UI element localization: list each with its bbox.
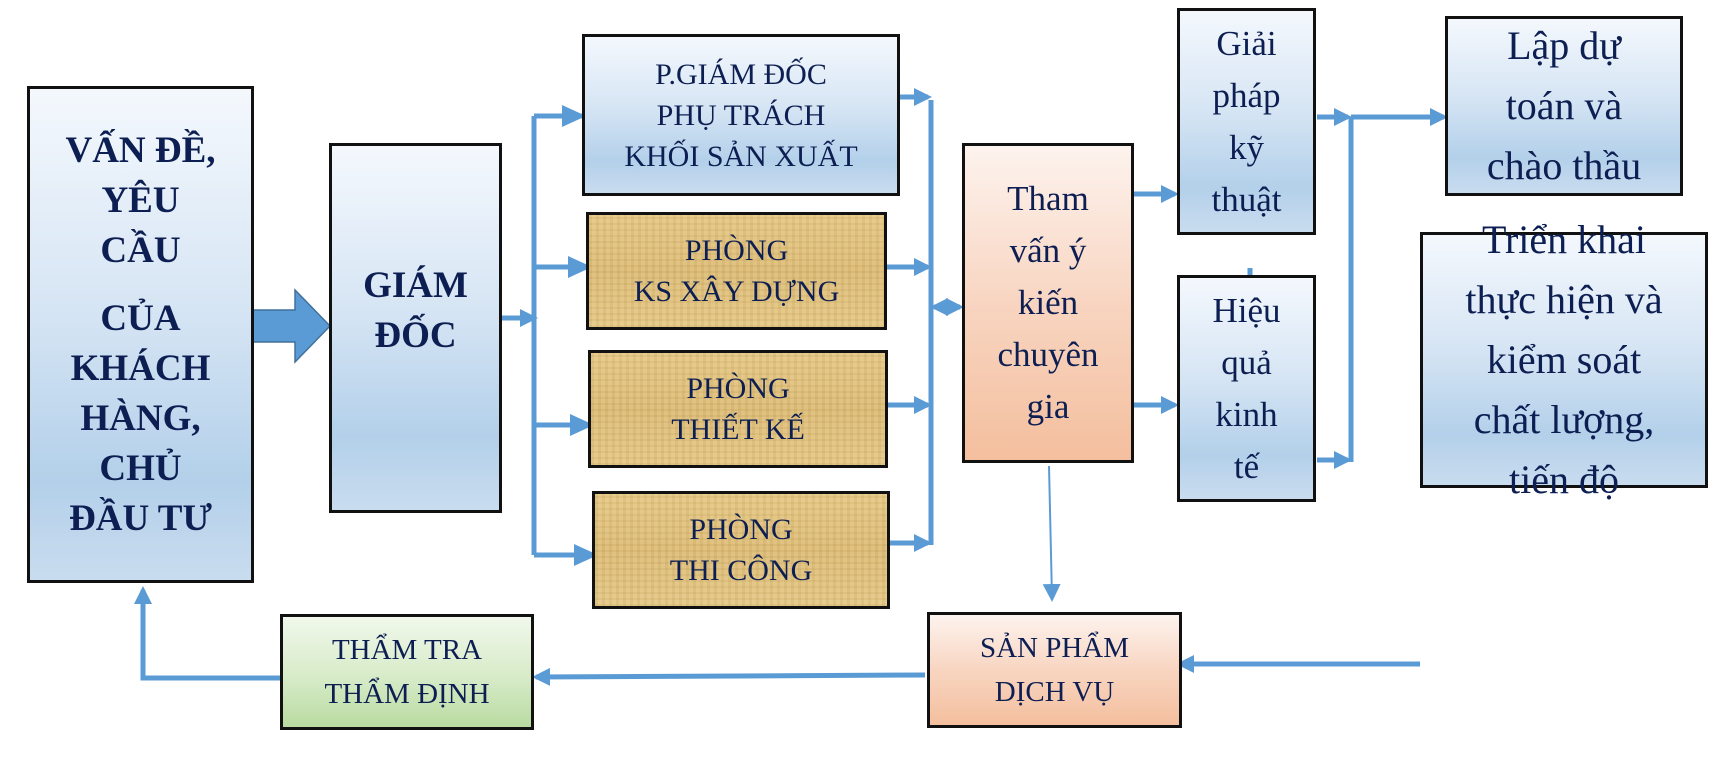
node-product-line: SẢN PHẨM (979, 632, 1130, 664)
node-survey-line: KS XÂY DỰNG (633, 275, 840, 308)
node-survey-line: PHÒNG (684, 234, 789, 267)
node-customer-line: CỦA (100, 297, 181, 339)
node-implementation: Triển khai thực hiện và kiểm soát chất l… (1420, 217, 1708, 502)
node-customer-line: CHỦ (99, 447, 182, 489)
node-expert-line: Tham (1007, 179, 1089, 218)
node-estimate-bidding: Lập dự toán và chào thầu (1445, 16, 1683, 196)
node-implement-line: chất lượng, (1473, 397, 1655, 442)
node-technical-line: thuật (1211, 179, 1282, 219)
node-expert-line: chuyên (997, 335, 1099, 374)
node-customer: VẤN ĐỀ, YÊU CẦU CỦA KHÁCH HÀNG, CHỦ ĐẦU … (27, 86, 254, 583)
node-customer-line: VẤN ĐỀ, (65, 129, 216, 171)
node-economic-line: kinh (1215, 394, 1278, 434)
node-customer-line: CẦU (100, 229, 181, 271)
node-deputy-line: P.GIÁM ĐỐC (655, 57, 827, 91)
node-construction-dept: PHÒNG THI CÔNG (592, 491, 890, 609)
node-review-line: THẨM ĐỊNH (324, 678, 490, 710)
arrow-expert-product (1042, 465, 1061, 602)
node-customer-line: KHÁCH (70, 347, 211, 389)
node-implement-line: tiến độ (1509, 457, 1619, 502)
node-review-line: THẨM TRA (331, 634, 483, 666)
node-estimate-line: toán và (1505, 83, 1623, 128)
node-review-appraisal: THẨM TRA THẨM ĐỊNH (280, 614, 534, 730)
node-customer-line: HÀNG, (80, 397, 201, 439)
block-arrow-customer-director (251, 288, 332, 364)
node-deputy-director: P.GIÁM ĐỐC PHỤ TRÁCH KHỐI SẢN XUẤT (582, 34, 900, 196)
node-economic-line: Hiệu (1212, 290, 1281, 330)
node-product-line: DỊCH VỤ (994, 676, 1115, 708)
arrow-product-review (532, 667, 926, 686)
node-director: GIÁM ĐỐC (329, 143, 502, 513)
node-design-line: PHÒNG (686, 372, 790, 405)
node-implement-line: thực hiện và (1465, 277, 1663, 322)
node-implement-line: kiểm soát (1486, 337, 1642, 382)
node-technical-line: pháp (1212, 75, 1281, 115)
node-economic-efficiency: Hiệu quả kinh tế (1177, 275, 1316, 502)
node-customer-line: ĐẦU TƯ (69, 497, 212, 539)
node-expert-line: vấn ý (1009, 231, 1087, 270)
node-economic-line: quả (1221, 342, 1272, 382)
node-technical-line: Giải (1216, 23, 1277, 63)
node-construction-line: PHÒNG (689, 513, 793, 546)
node-design-line: THIẾT KẾ (671, 413, 805, 446)
arrow-review-customer (134, 586, 280, 681)
node-estimate-line: chào thầu (1486, 143, 1642, 188)
node-technical-solution: Giải pháp kỹ thuật (1177, 8, 1316, 235)
node-expert-line: gia (1026, 387, 1070, 426)
node-estimate-line: Lập dự (1507, 23, 1621, 68)
node-expert-consult: Tham vấn ý kiến chuyên gia (962, 143, 1134, 463)
node-deputy-line: KHỐI SẢN XUẤT (624, 139, 858, 173)
node-director-line: GIÁM (363, 265, 468, 306)
node-service-product: SẢN PHẨM DỊCH VỤ (927, 612, 1182, 728)
node-implement-line: Triển khai (1481, 217, 1647, 262)
node-expert-line: kiến (1017, 283, 1079, 322)
node-construction-line: THI CÔNG (669, 554, 813, 587)
node-survey-dept: PHÒNG KS XÂY DỰNG (586, 212, 887, 330)
node-economic-line: tế (1233, 446, 1260, 486)
node-design-dept: PHÒNG THIẾT KẾ (588, 350, 888, 468)
node-director-line: ĐỐC (374, 315, 457, 356)
node-customer-line: YÊU (101, 179, 180, 221)
node-deputy-line: PHỤ TRÁCH (656, 98, 826, 132)
node-technical-line: kỹ (1229, 127, 1264, 167)
